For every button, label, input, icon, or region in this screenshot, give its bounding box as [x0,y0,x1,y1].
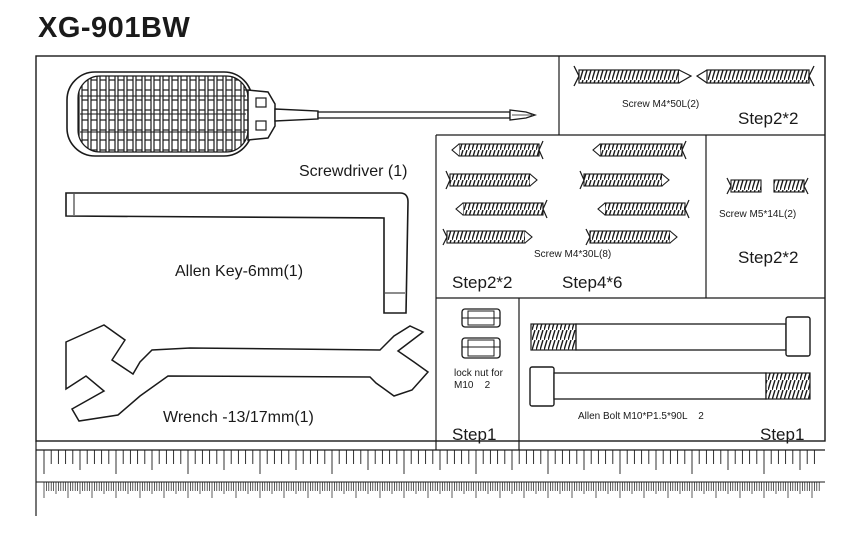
screw-m4-30-label: Screw M4*30L(8) [534,249,612,260]
ruler [36,449,825,498]
outer-frame [35,55,826,442]
screwdriver-label: Screwdriver (1) [299,163,408,180]
wrench-illustration [65,324,430,422]
screw-m5-14-step: Step2*2 [738,248,799,267]
screw-m4-30-step-a: Step2*2 [452,273,513,292]
screw-m5-14-illustration [726,177,809,195]
lock-nut-label-line1: lock nut for [454,368,503,379]
wrench-label: Wrench -13/17mm(1) [163,409,314,426]
screwdriver-illustration [66,71,538,157]
screw-m5-14-label: Screw M5*14L(2) [719,209,797,220]
allen-bolt-illustration [529,316,811,407]
lock-nut-illustration [461,308,501,359]
lock-nut-label-line2: M10 2 [454,380,491,391]
allen-bolt-label: Allen Bolt M10*P1.5*90L 2 [578,411,704,422]
model-title: XG-901BW [38,12,191,44]
screw-m4-30-illustration [442,140,690,246]
allen-bolt-step: Step1 [760,425,805,444]
screw-m4-50-label: Screw M4*50L(2) [622,99,700,110]
screw-m4-50-step: Step2*2 [738,109,799,128]
allen-key-label: Allen Key-6mm(1) [175,263,304,280]
screw-m4-30-step-b: Step4*6 [562,273,623,292]
allen-key-illustration [65,192,409,314]
lock-nut-step: Step1 [452,425,497,444]
screw-m4-50-illustration [573,65,815,87]
